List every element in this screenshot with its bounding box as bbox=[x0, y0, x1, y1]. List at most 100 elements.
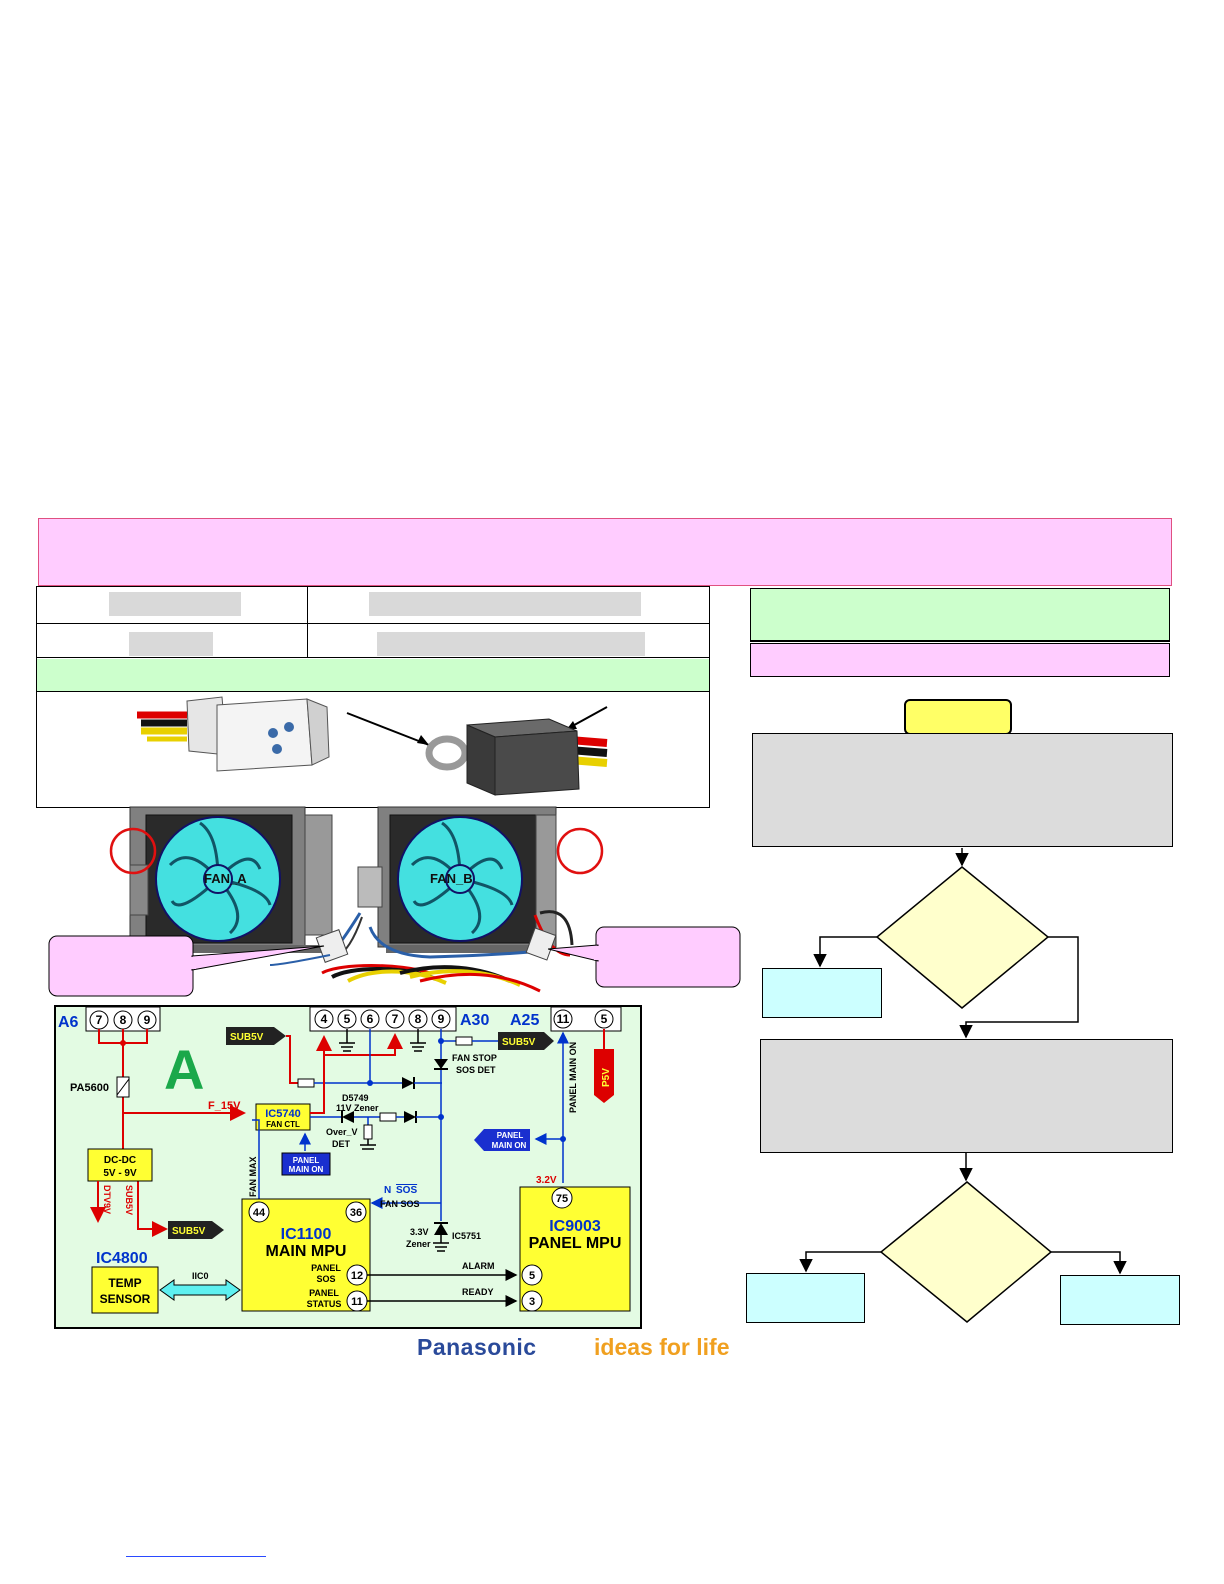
section-letter: A bbox=[164, 1038, 204, 1101]
panel-main-on-tag: MAIN ON bbox=[492, 1141, 527, 1150]
ferrite-clip-icon bbox=[346, 706, 608, 796]
f15v-label: F_15V bbox=[208, 1100, 241, 1112]
pin-label: 44 bbox=[253, 1207, 266, 1219]
dtv9v-label: DTV9V bbox=[102, 1185, 112, 1214]
table-section-bar bbox=[37, 659, 709, 692]
panel-main-on-tag: MAIN ON bbox=[289, 1165, 324, 1174]
flowchart-step-box bbox=[752, 733, 1173, 847]
legend-pink-box bbox=[750, 643, 1170, 677]
fans-illustration: FAN_A FAN_B bbox=[109, 806, 604, 993]
pin-label: 5 bbox=[344, 1012, 351, 1026]
panel-main-on-tag: PANEL bbox=[497, 1131, 524, 1140]
redacted-cell bbox=[109, 592, 241, 616]
flowchart-decision bbox=[875, 866, 1050, 1009]
sub5v-tag: SUB5V bbox=[230, 1032, 264, 1043]
pin-label: 7 bbox=[392, 1012, 399, 1026]
fan-a-label: FAN_A bbox=[204, 871, 247, 886]
over-v-label: Over_V bbox=[326, 1127, 358, 1137]
connector-table bbox=[36, 586, 710, 808]
pin-label: 3 bbox=[529, 1296, 535, 1308]
d5749-label: D5749 bbox=[342, 1093, 369, 1103]
legend-green-box bbox=[750, 588, 1170, 642]
connector-a25-label: A25 bbox=[510, 1012, 539, 1029]
panel-sos-label: PANEL bbox=[311, 1263, 341, 1273]
ic9003-label: IC9003 bbox=[549, 1218, 601, 1235]
fan-a-assembly bbox=[129, 806, 335, 953]
pin-label: 9 bbox=[144, 1013, 151, 1027]
pin-label: 9 bbox=[438, 1012, 445, 1026]
pin-label: 4 bbox=[321, 1012, 328, 1026]
connector-a6-label: A6 bbox=[58, 1014, 79, 1031]
pin-label: 75 bbox=[556, 1193, 568, 1205]
redacted-cell bbox=[129, 632, 213, 656]
zener-11v-label: 11V Zener bbox=[336, 1103, 379, 1113]
highlight-circle bbox=[556, 827, 604, 875]
fan-stop-label: FAN STOP bbox=[452, 1053, 497, 1063]
sub5v-vertical-label: SUB5V bbox=[124, 1185, 134, 1215]
panel-sos-label: SOS bbox=[316, 1274, 335, 1284]
pin-label: 5 bbox=[529, 1270, 535, 1282]
pin-label: 11 bbox=[351, 1296, 363, 1308]
panel-main-on-tag: PANEL bbox=[293, 1156, 320, 1165]
zener-33v-label: Zener bbox=[406, 1239, 431, 1249]
flowchart-result-box bbox=[1060, 1275, 1180, 1325]
pin-label: 36 bbox=[350, 1207, 362, 1219]
circuit-board: A6 A30 A25 7 8 9 4 5 6 7 8 9 11 5 A PA56… bbox=[54, 1005, 642, 1329]
pin-label: 11 bbox=[557, 1012, 570, 1026]
flowchart-result-box bbox=[762, 968, 882, 1018]
ic4800-label: IC4800 bbox=[96, 1250, 148, 1267]
dcdc-label: 5V - 9V bbox=[103, 1168, 137, 1179]
iic0-label: IIC0 bbox=[192, 1271, 209, 1281]
sos-det-label: SOS DET bbox=[456, 1065, 496, 1075]
temp-sensor-label: SENSOR bbox=[100, 1292, 151, 1306]
pin-label: 5 bbox=[601, 1012, 608, 1026]
flowchart-start bbox=[904, 699, 1012, 735]
connector-a30-label: A30 bbox=[460, 1012, 489, 1029]
zener-33v-label: 3.3V bbox=[410, 1227, 429, 1237]
det-label: DET bbox=[332, 1139, 351, 1149]
connector-illustration bbox=[137, 696, 608, 796]
pin-label: 7 bbox=[96, 1013, 103, 1027]
pin-label: 6 bbox=[367, 1012, 374, 1026]
fan-plug-icon bbox=[137, 696, 330, 772]
dcdc-label: DC-DC bbox=[104, 1155, 136, 1166]
ic5740-label: IC5740 bbox=[265, 1108, 300, 1120]
panel-status-label: STATUS bbox=[307, 1299, 342, 1309]
alarm-label: ALARM bbox=[462, 1261, 495, 1271]
panel-mpu-label: PANEL MPU bbox=[529, 1235, 622, 1252]
temp-sensor-label: TEMP bbox=[108, 1276, 141, 1290]
panel-main-on-vertical-label: PANEL MAIN ON bbox=[568, 1042, 578, 1113]
flowchart-step-box bbox=[760, 1039, 1173, 1153]
ic1100-label: IC1100 bbox=[281, 1226, 332, 1243]
flowchart-decision bbox=[879, 1181, 1053, 1323]
pa5600-label: PA5600 bbox=[70, 1082, 109, 1094]
footer-link-underline bbox=[126, 1556, 266, 1557]
fan-wiring bbox=[269, 910, 574, 993]
sub5v-tag: SUB5V bbox=[172, 1226, 206, 1237]
flowchart-connectors bbox=[799, 848, 1127, 1323]
table-row bbox=[37, 623, 709, 658]
table-divider bbox=[307, 587, 308, 657]
panasonic-logo: Panasonic bbox=[417, 1334, 537, 1360]
redacted-cell bbox=[377, 632, 645, 656]
table-row bbox=[37, 587, 709, 624]
v32-label: 3.2V bbox=[536, 1175, 557, 1186]
fan-b-label: FAN_B bbox=[430, 871, 473, 886]
redacted-cell bbox=[369, 592, 641, 616]
pin-label: 8 bbox=[120, 1013, 127, 1027]
p5v-label: P5V bbox=[601, 1068, 612, 1087]
ready-label: READY bbox=[462, 1287, 494, 1297]
left-callout bbox=[48, 935, 325, 997]
fan-max-label: FAN MAX bbox=[248, 1157, 258, 1198]
sub5v-tag: SUB5V bbox=[502, 1037, 536, 1048]
fan-b-assembly bbox=[357, 806, 557, 953]
main-mpu-label: MAIN MPU bbox=[266, 1243, 347, 1260]
right-callout bbox=[548, 926, 741, 988]
highlight-circle bbox=[109, 827, 157, 875]
header-bar bbox=[38, 518, 1172, 586]
n-sos-label: SOS bbox=[396, 1185, 417, 1196]
flowchart-result-box bbox=[746, 1273, 865, 1323]
brand-tagline: ideas for life bbox=[594, 1334, 730, 1360]
n-sos-label: N bbox=[384, 1185, 391, 1196]
panel-status-label: PANEL bbox=[309, 1288, 339, 1298]
